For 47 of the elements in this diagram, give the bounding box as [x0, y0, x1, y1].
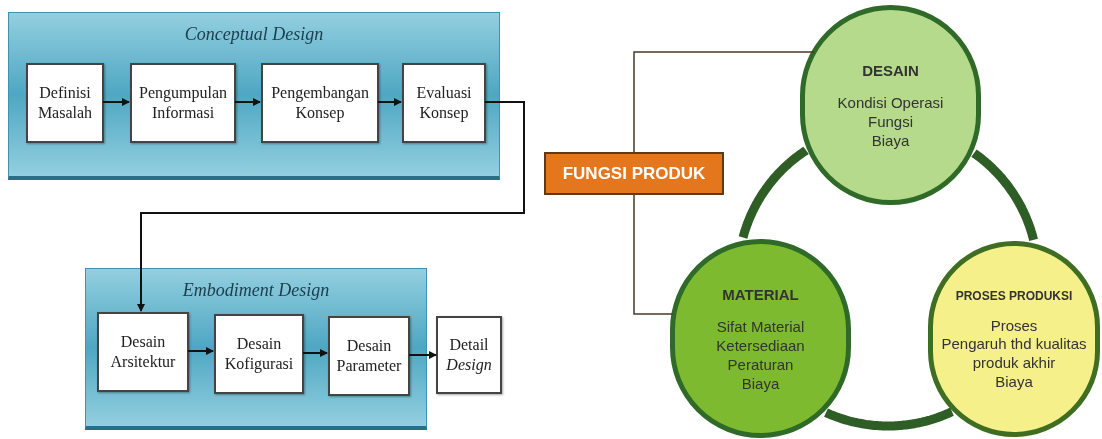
process-box [214, 314, 304, 394]
connector-line [738, 146, 810, 241]
process-box [402, 63, 486, 143]
arrow [102, 98, 130, 106]
connector-line [633, 194, 674, 315]
box-label: Detail Design [445, 335, 493, 375]
panel-title: Conceptual Design [183, 23, 325, 46]
arrow [187, 347, 214, 355]
arrow [302, 349, 328, 357]
connector-line [970, 149, 1038, 243]
circle-item: Proses [989, 316, 1039, 336]
process-box [130, 63, 236, 143]
circle-heading: PROSES PRODUKSI [955, 287, 1073, 305]
stage-panel [8, 12, 500, 180]
circle-heading: MATERIAL [722, 284, 799, 305]
box-label: Desain Kofigurasi [223, 334, 295, 374]
box-label: Definisi Masalah [36, 83, 94, 123]
process-box [26, 63, 104, 143]
connector-line [823, 407, 955, 431]
circle-item: Biaya [870, 131, 911, 151]
label-box [544, 152, 724, 195]
circle-item: Peraturan [726, 355, 795, 375]
box-label: Desain Parameter [335, 336, 403, 376]
connector-line [633, 51, 815, 153]
box-label: Pengumpulan Informasi [138, 83, 228, 123]
box-label: Desain Arsitektur [109, 332, 177, 372]
circle-item: Ketersediaan [715, 337, 806, 356]
circle-item: Pengaruh thd kualitas produk akhir [940, 335, 1088, 373]
box-label: Evaluasi Konsep [415, 83, 473, 123]
circle-item: Biaya [740, 374, 781, 394]
process-box [97, 312, 189, 392]
circle-item: Fungsi [867, 112, 914, 132]
process-box [436, 316, 502, 394]
circle-item: Sifat Material [715, 318, 806, 337]
arrow [408, 351, 437, 359]
circle-item: Kondisi Operasi [836, 94, 945, 113]
circle-item: Biaya [994, 372, 1034, 392]
box-label: FUNGSI PRODUK [562, 162, 706, 185]
process-box [328, 316, 410, 396]
process-box [261, 63, 379, 143]
stage-panel [85, 268, 427, 430]
arrow [234, 98, 261, 106]
arrow [137, 101, 525, 312]
box-label: Pengembangan Konsep [270, 83, 370, 123]
panel-title: Embodiment Design [181, 279, 331, 302]
arrow [377, 98, 402, 106]
circle-heading: DESAIN [862, 60, 919, 81]
